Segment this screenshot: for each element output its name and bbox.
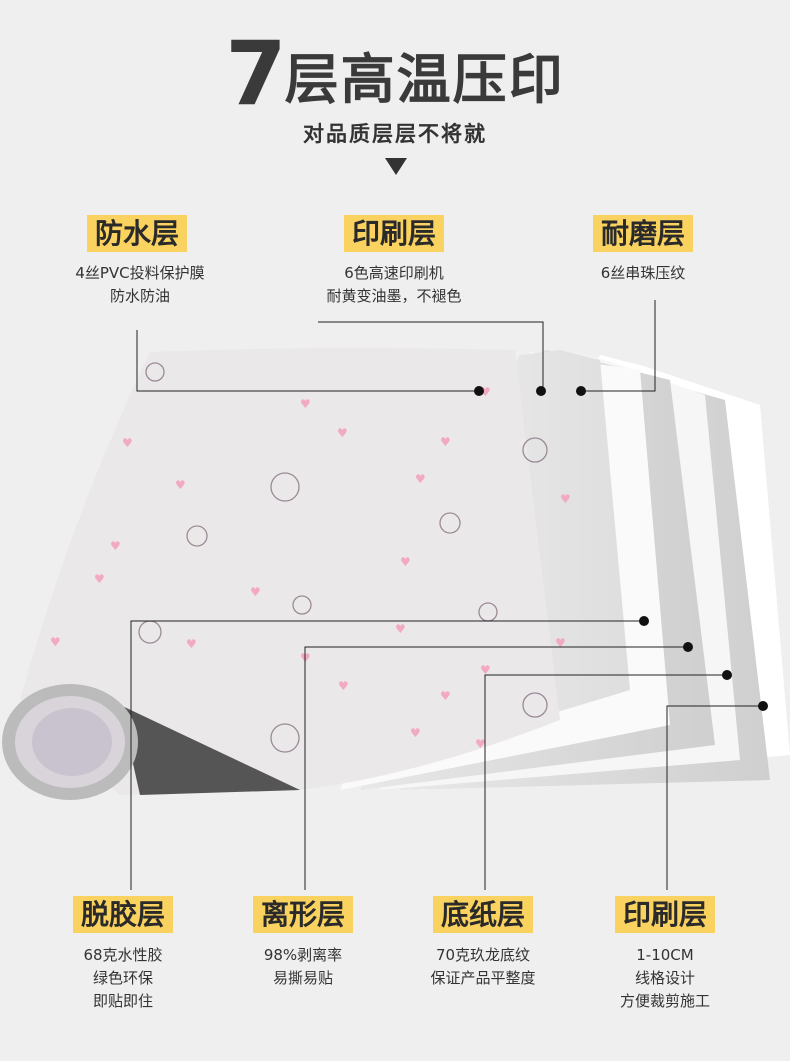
layer-desc-grid-print: 1-10CM 线格设计方便裁剪施工 [620,944,710,1013]
layer-desc-adhesive: 68克水性胶绿色环保即贴即住 [83,944,162,1013]
desc-line: 线格设计 [634,969,696,987]
svg-text:♥: ♥ [480,385,491,399]
desc-line: 方便裁剪施工 [619,992,711,1010]
down-triangle-icon [385,158,407,175]
heart-pattern: ♥♥♥♥ ♥♥♥♥ ♥♥♥♥ ♥♥♥♥ ♥♥♥♥ ♥♥ [50,385,571,751]
svg-text:♥: ♥ [395,622,406,636]
desc-line: 98%剥离率 [263,946,343,964]
subtitle: 对品质层层不将就 [303,122,487,146]
desc-line: 6色高速印刷机 [344,264,444,282]
svg-text:♥: ♥ [337,426,348,440]
svg-text:♥: ♥ [250,585,261,599]
desc-line: 6丝串珠压纹 [600,264,686,282]
layer-badge-adhesive: 脱胶层 [72,896,174,933]
svg-text:♥: ♥ [440,435,451,449]
layer-desc-base-paper: 70克玖龙底纹保证产品平整度 [430,944,535,990]
svg-text:♥: ♥ [300,397,311,411]
layer-desc-print: 6色高速印刷机耐黄变油墨，不褪色 [326,262,461,308]
svg-text:♥: ♥ [560,492,571,506]
svg-text:♥: ♥ [410,726,421,740]
layer-badge-release: 离形层 [252,896,354,933]
svg-text:♥: ♥ [475,737,486,751]
backing-shadow [120,705,300,795]
cat-bear-pattern [138,362,548,753]
desc-line: 4丝PVC投料保护膜 [75,264,205,282]
layer-desc-waterproof: 4丝PVC投料保护膜防水防油 [75,262,204,308]
desc-line: 70克玖龙底纹 [435,946,531,964]
svg-text:♥: ♥ [400,555,411,569]
svg-text:♥: ♥ [415,472,426,486]
desc-line: 防水防油 [109,287,171,305]
svg-text:♥: ♥ [440,689,451,703]
layer-badge-print: 印刷层 [343,215,445,252]
desc-line: 耐黄变油墨，不褪色 [326,287,462,305]
svg-text:♥: ♥ [175,478,186,492]
layer-badge-waterproof: 防水层 [86,215,188,252]
desc-line: 1-10CM [636,946,694,964]
desc-line: 易撕易贴 [272,969,333,987]
title-number: 7 [225,22,286,125]
layer-desc-release: 98%剥离率易撕易贴 [264,944,342,990]
svg-text:♥: ♥ [555,636,566,650]
title-text: 层高温压印 [284,48,565,111]
desc-line: 68克水性胶 [83,946,163,964]
printed-sheet [20,347,560,795]
layer-badge-grid-print: 印刷层 [614,896,716,933]
desc-line: 绿色环保 [92,969,153,987]
layer-badge-wear: 耐磨层 [592,215,694,252]
svg-text:♥: ♥ [110,539,121,553]
desc-line: 即贴即住 [92,992,153,1010]
svg-text:♥: ♥ [480,663,491,677]
svg-text:♥: ♥ [50,635,61,649]
svg-text:♥: ♥ [122,436,133,450]
leader-dots [474,386,768,711]
layer-desc-wear: 6丝串珠压纹 [601,262,686,285]
page-title: 7层高温压印 [0,22,790,125]
layer-badge-base-paper: 底纸层 [432,896,534,933]
svg-text:♥: ♥ [186,637,197,651]
desc-line: 保证产品平整度 [430,969,536,987]
svg-text:♥: ♥ [338,679,349,693]
svg-text:♥: ♥ [94,572,105,586]
leader-lines [130,300,762,890]
